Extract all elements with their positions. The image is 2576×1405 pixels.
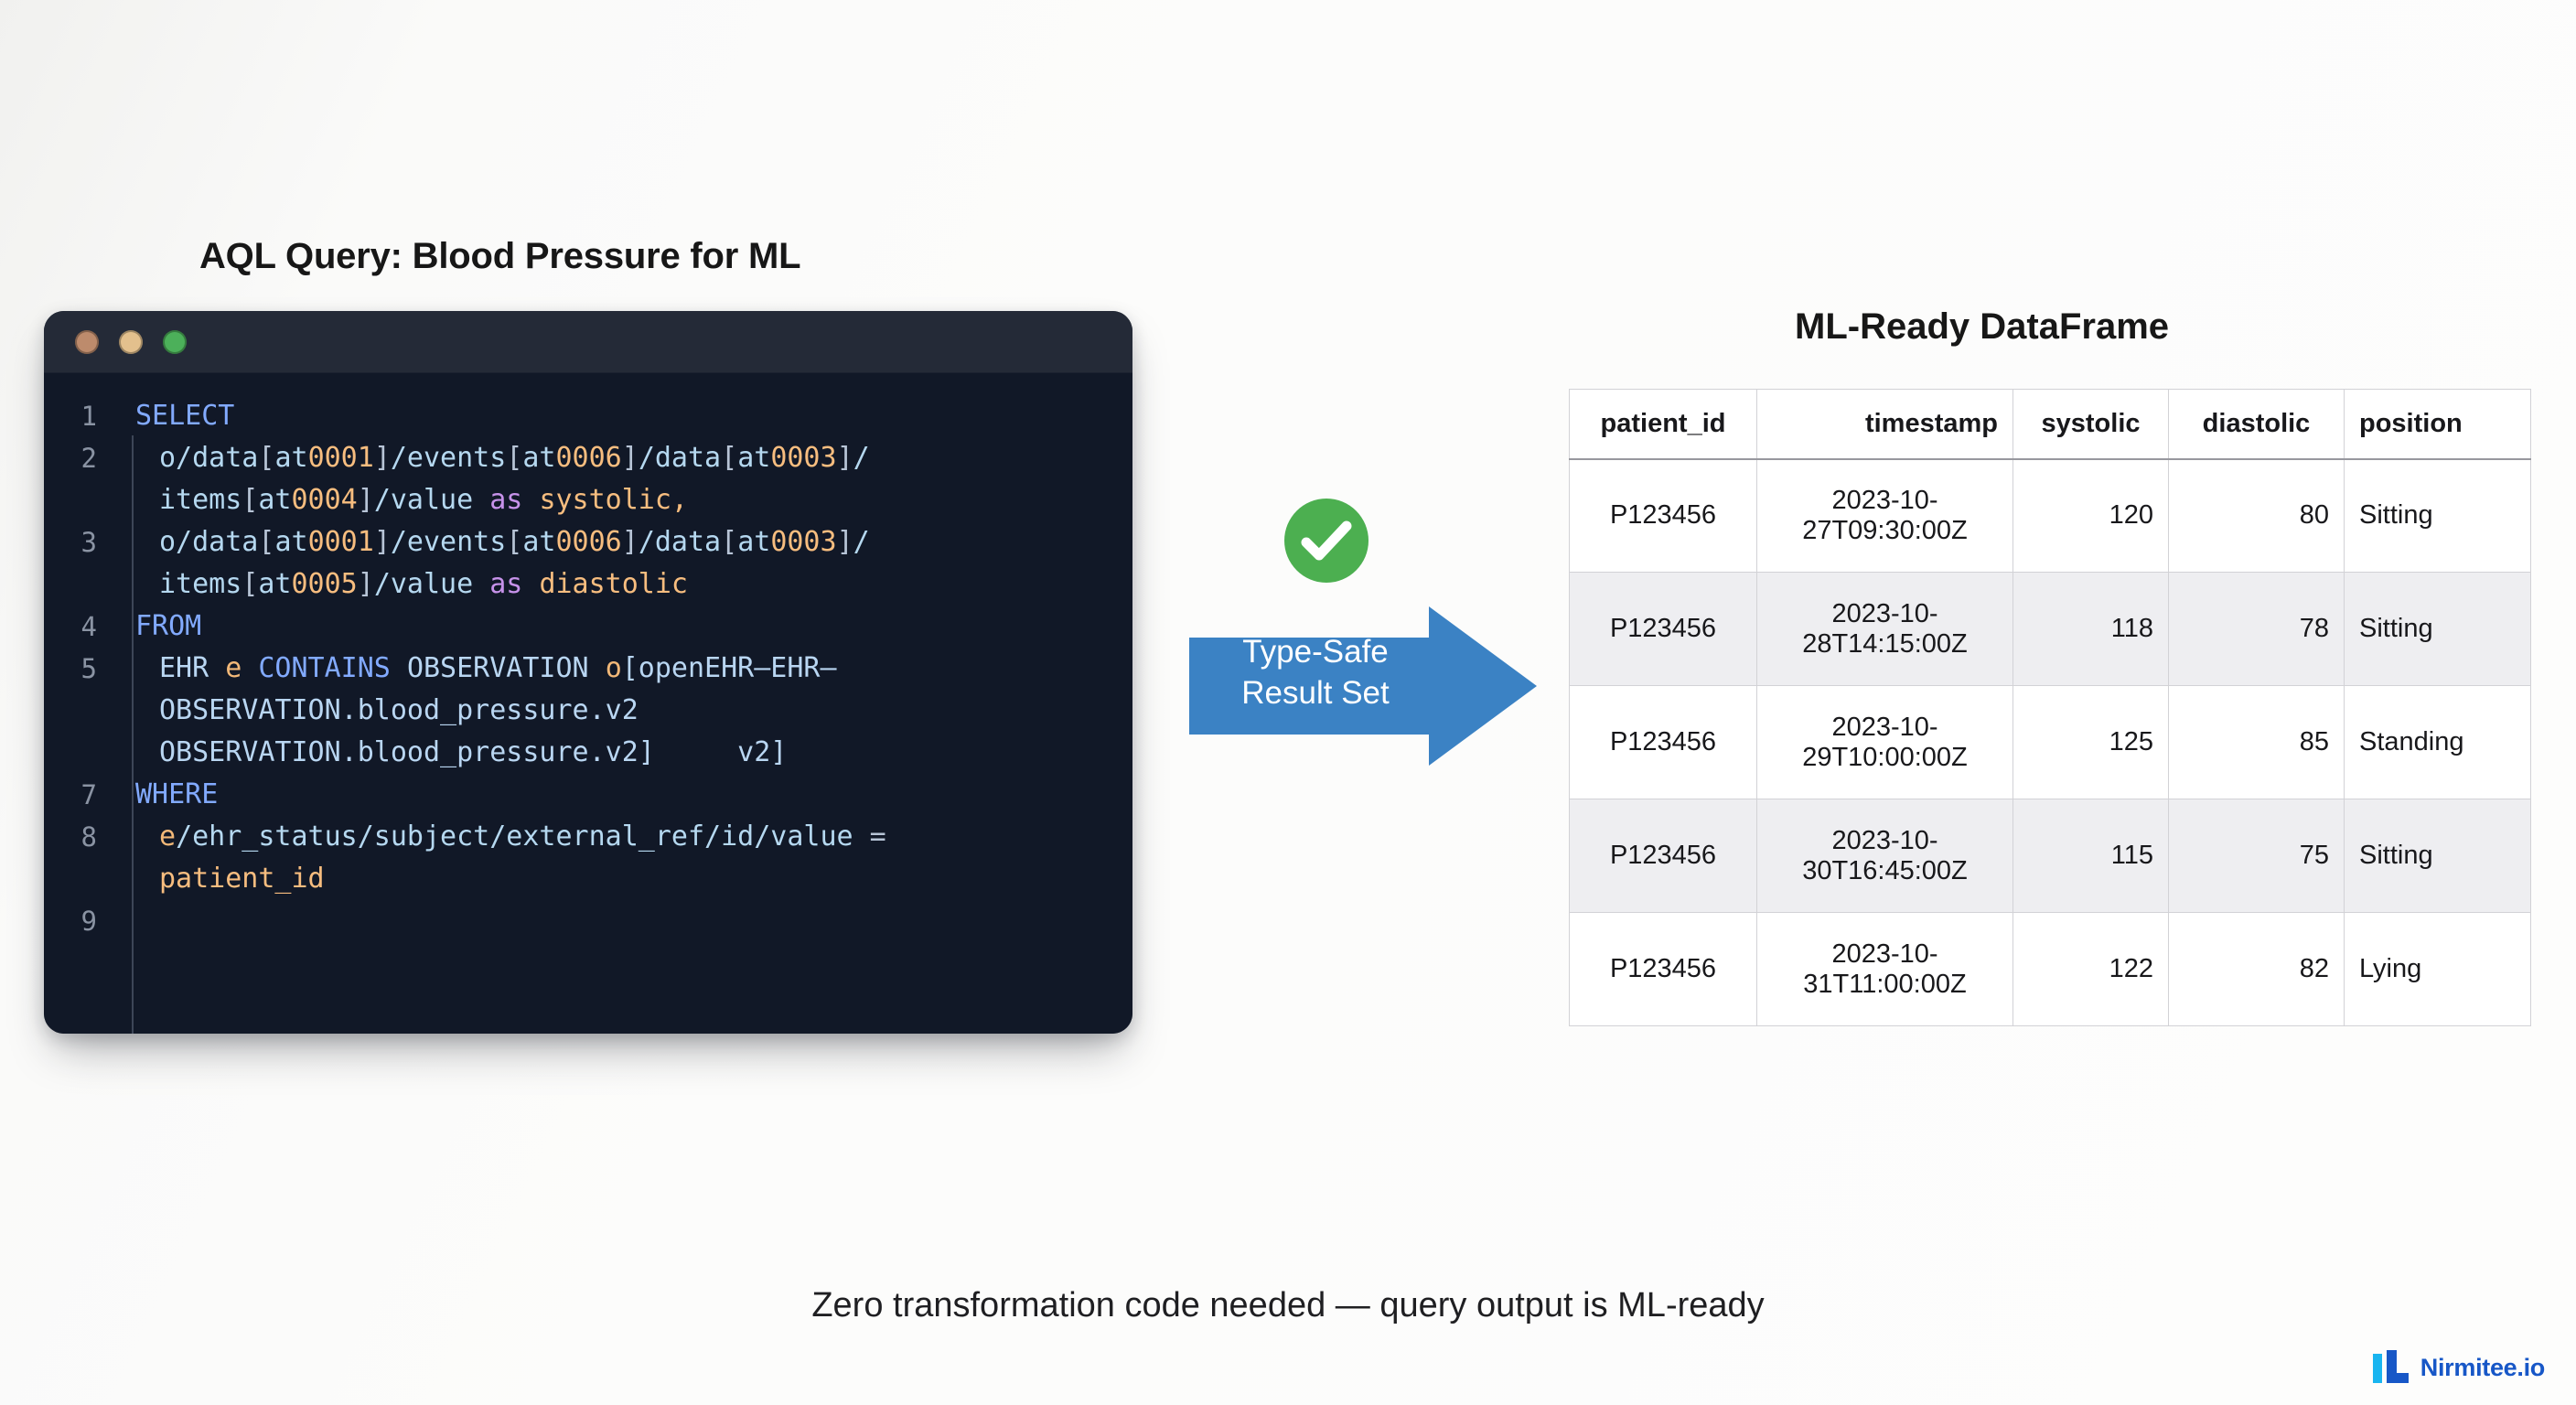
column-header-timestamp[interactable]: timestamp <box>1756 389 2013 460</box>
line-number: 4 <box>80 611 97 642</box>
column-header-position[interactable]: position <box>2344 389 2531 460</box>
arrow-label-line-1: Type-Safe <box>1242 634 1389 670</box>
code-line-text: EHR e CONTAINS OBSERVATION o[openEHR–EHR… <box>159 652 837 768</box>
cell-systolic: 122 <box>2012 912 2169 1026</box>
cell-position: Lying <box>2344 912 2531 1026</box>
indent-guide <box>132 435 134 1034</box>
code-line: 7 WHERE <box>44 774 1132 816</box>
code-line-text: SELECT <box>135 400 235 432</box>
column-header-diastolic[interactable]: diastolic <box>2168 389 2345 460</box>
code-editor-body[interactable]: 1 SELECT 2 o/data[at0001]/events[at0006]… <box>44 373 1132 1034</box>
cell-systolic: 120 <box>2012 458 2169 573</box>
code-line-text: e/ehr_status/subject/external_ref/id/val… <box>159 820 886 895</box>
table-row[interactable]: P123456 2023-10-28T14:15:00Z 118 78 Sitt… <box>1569 572 2531 686</box>
line-number: 8 <box>80 821 97 853</box>
cell-position: Sitting <box>2344 799 2531 913</box>
line-number: 3 <box>80 527 97 558</box>
cell-position: Sitting <box>2344 572 2531 686</box>
column-header-patient-id[interactable]: patient_id <box>1569 389 1757 460</box>
code-line: 4 FROM <box>44 606 1132 648</box>
minimize-dot[interactable] <box>119 329 143 354</box>
dataframe-title: ML-Ready DataFrame <box>1795 306 2170 347</box>
arrow-label: Type-Safe Result Set <box>1206 631 1425 713</box>
line-number: 1 <box>80 401 97 432</box>
cell-timestamp: 2023-10-29T10:00:00Z <box>1756 685 2013 799</box>
cell-timestamp: 2023-10-27T09:30:00Z <box>1756 458 2013 573</box>
cell-systolic: 118 <box>2012 572 2169 686</box>
cell-position: Sitting <box>2344 458 2531 573</box>
code-panel-title: AQL Query: Blood Pressure for ML <box>199 236 801 276</box>
arrow-label-line-2: Result Set <box>1241 675 1390 711</box>
cell-timestamp: 2023-10-30T16:45:00Z <box>1756 799 2013 913</box>
code-window-titlebar <box>44 311 1132 373</box>
table-head: patient_id timestamp systolic diastolic … <box>1569 389 2531 460</box>
column-header-systolic[interactable]: systolic <box>2012 389 2169 460</box>
code-line: 3 o/data[at0001]/events[at0006]/data[at0… <box>44 521 1132 606</box>
cell-patient-id: P123456 <box>1569 799 1757 913</box>
code-line-text: WHERE <box>135 778 219 810</box>
brand-logo[interactable]: Nirmitee.io <box>2372 1350 2546 1385</box>
cell-diastolic: 82 <box>2168 912 2345 1026</box>
slide-caption: Zero transformation code needed — query … <box>811 1286 1765 1325</box>
right-arrow-icon <box>1189 606 1537 766</box>
code-line-text: o/data[at0001]/events[at0006]/data[at000… <box>159 526 870 600</box>
code-window: 1 SELECT 2 o/data[at0001]/events[at0006]… <box>44 311 1132 1034</box>
code-line-text: o/data[at0001]/events[at0006]/data[at000… <box>159 442 870 516</box>
close-dot[interactable] <box>75 329 99 354</box>
table-body: P123456 2023-10-27T09:30:00Z 120 80 Sitt… <box>1569 458 2531 1026</box>
cell-patient-id: P123456 <box>1569 572 1757 686</box>
cell-timestamp: 2023-10-31T11:00:00Z <box>1756 912 2013 1026</box>
cell-timestamp: 2023-10-28T14:15:00Z <box>1756 572 2013 686</box>
code-line: 9 <box>44 900 1132 942</box>
code-line: 2 o/data[at0001]/events[at0006]/data[at0… <box>44 437 1132 521</box>
cell-patient-id: P123456 <box>1569 685 1757 799</box>
nirmitee-logo-icon <box>2372 1350 2410 1385</box>
table-header-row: patient_id timestamp systolic diastolic … <box>1569 389 2531 460</box>
table-row[interactable]: P123456 2023-10-31T11:00:00Z 122 82 Lyin… <box>1569 912 2531 1026</box>
code-line-text: FROM <box>135 610 202 642</box>
line-number: 5 <box>80 653 97 684</box>
table-row[interactable]: P123456 2023-10-27T09:30:00Z 120 80 Sitt… <box>1569 458 2531 573</box>
cell-diastolic: 75 <box>2168 799 2345 913</box>
code-line: 8 e/ehr_status/subject/external_ref/id/v… <box>44 816 1132 900</box>
maximize-dot[interactable] <box>163 329 187 354</box>
line-number: 9 <box>80 906 97 937</box>
cell-patient-id: P123456 <box>1569 458 1757 573</box>
cell-systolic: 125 <box>2012 685 2169 799</box>
cell-patient-id: P123456 <box>1569 912 1757 1026</box>
cell-diastolic: 85 <box>2168 685 2345 799</box>
cell-diastolic: 78 <box>2168 572 2345 686</box>
line-number: 2 <box>80 443 97 474</box>
cell-position: Standing <box>2344 685 2531 799</box>
brand-logo-text: Nirmitee.io <box>2420 1353 2546 1381</box>
dataframe-table: patient_id timestamp systolic diastolic … <box>1569 389 2531 1026</box>
check-circle-icon <box>1284 499 1368 583</box>
line-number: 7 <box>80 779 97 810</box>
code-line: 5 EHR e CONTAINS OBSERVATION o[openEHR–E… <box>44 648 1132 774</box>
cell-systolic: 115 <box>2012 799 2169 913</box>
code-line: 1 SELECT <box>44 395 1132 437</box>
table-row[interactable]: P123456 2023-10-29T10:00:00Z 125 85 Stan… <box>1569 685 2531 799</box>
table-row[interactable]: P123456 2023-10-30T16:45:00Z 115 75 Sitt… <box>1569 799 2531 913</box>
cell-diastolic: 80 <box>2168 458 2345 573</box>
